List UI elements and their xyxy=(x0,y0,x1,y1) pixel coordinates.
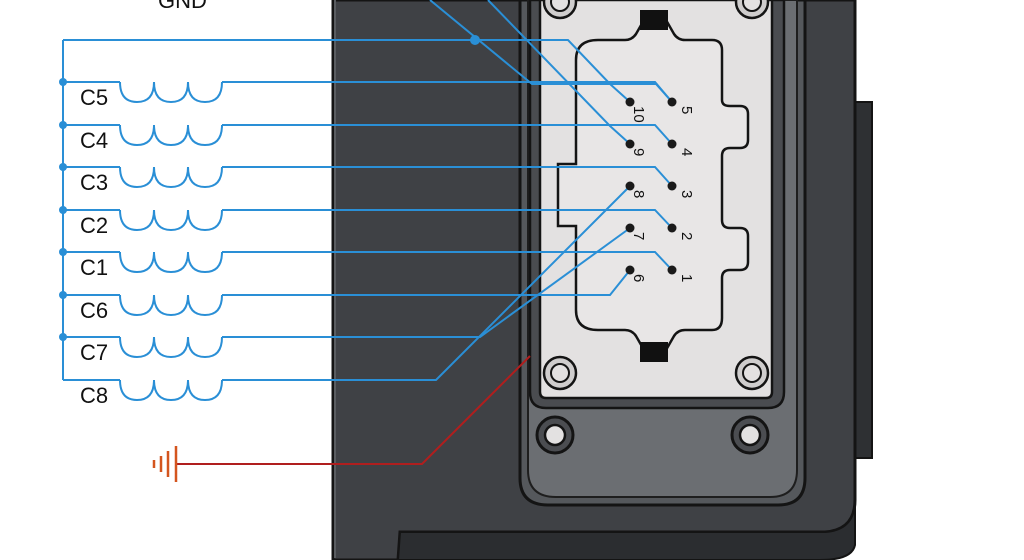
junction-dot xyxy=(470,35,480,45)
pin-label-8: 8 xyxy=(630,190,647,198)
coil-labels: C5 C4 C3 C2 C1 C6 C7 C8 xyxy=(80,85,108,408)
coil-label-c3: C3 xyxy=(80,170,108,195)
pin-label-6: 6 xyxy=(630,274,647,282)
pin-label-7: 7 xyxy=(630,232,647,240)
ground-wire xyxy=(176,355,531,465)
coil-c6 xyxy=(119,294,223,317)
pin-label-5: 5 xyxy=(678,106,695,114)
face-screw-top-left xyxy=(542,0,578,20)
pin-4 xyxy=(667,139,677,149)
pin-label-9: 9 xyxy=(630,148,647,156)
pin-labels: 5 4 3 2 1 10 9 8 7 6 xyxy=(630,106,695,282)
bolt-hole-lower-right xyxy=(730,415,770,455)
face-screw-top-right xyxy=(734,0,770,20)
coil-label-c7: C7 xyxy=(80,340,108,365)
bolt-hole-lower-left xyxy=(535,415,575,455)
coil-label-c5: C5 xyxy=(80,85,108,110)
coil-c3 xyxy=(119,166,223,189)
pin-label-3: 3 xyxy=(678,190,695,198)
wire-c1-out xyxy=(222,251,673,271)
pin-7 xyxy=(625,223,635,233)
pin-6 xyxy=(625,265,635,275)
coil-label-c8: C8 xyxy=(80,383,108,408)
wire-c3-out xyxy=(222,166,673,187)
pin-label-4: 4 xyxy=(678,148,695,156)
pin-10 xyxy=(625,97,635,107)
coil-c8 xyxy=(119,379,223,402)
key-square-top xyxy=(640,10,668,30)
coil-label-c2: C2 xyxy=(80,213,108,238)
coils xyxy=(119,81,223,402)
pin-8 xyxy=(625,181,635,191)
coil-label-c6: C6 xyxy=(80,298,108,323)
gnd-label: GND xyxy=(158,0,207,13)
wire-c4-out xyxy=(222,124,673,145)
ground-symbol-icon xyxy=(152,446,178,482)
coil-label-c4: C4 xyxy=(80,128,108,153)
pin-3 xyxy=(667,181,677,191)
pin-label-10: 10 xyxy=(630,106,647,123)
pins xyxy=(625,97,677,275)
wire-c2-out xyxy=(222,209,673,229)
key-square-bottom xyxy=(640,342,668,362)
face-screw-bottom-left xyxy=(542,355,578,391)
connector-face xyxy=(538,0,774,400)
pin-9 xyxy=(625,139,635,149)
pin-label-1: 1 xyxy=(678,274,695,282)
wire-gnd-to-pin-10 xyxy=(429,0,631,103)
wire-c6-out xyxy=(222,269,631,296)
pin-label-2: 2 xyxy=(678,232,695,240)
coil-c7 xyxy=(119,336,223,359)
wire-c5-out xyxy=(222,81,673,103)
coil-label-c1: C1 xyxy=(80,255,108,280)
coil-c2 xyxy=(119,209,223,232)
face-screw-bottom-right xyxy=(734,355,770,391)
pin-2 xyxy=(667,223,677,233)
wire-c8-out xyxy=(222,185,631,381)
coil-c1 xyxy=(119,251,223,274)
blue-wires xyxy=(59,0,673,381)
pin-1 xyxy=(667,265,677,275)
coil-c5 xyxy=(119,81,223,104)
coil-c4 xyxy=(119,124,223,147)
pin-5 xyxy=(667,97,677,107)
